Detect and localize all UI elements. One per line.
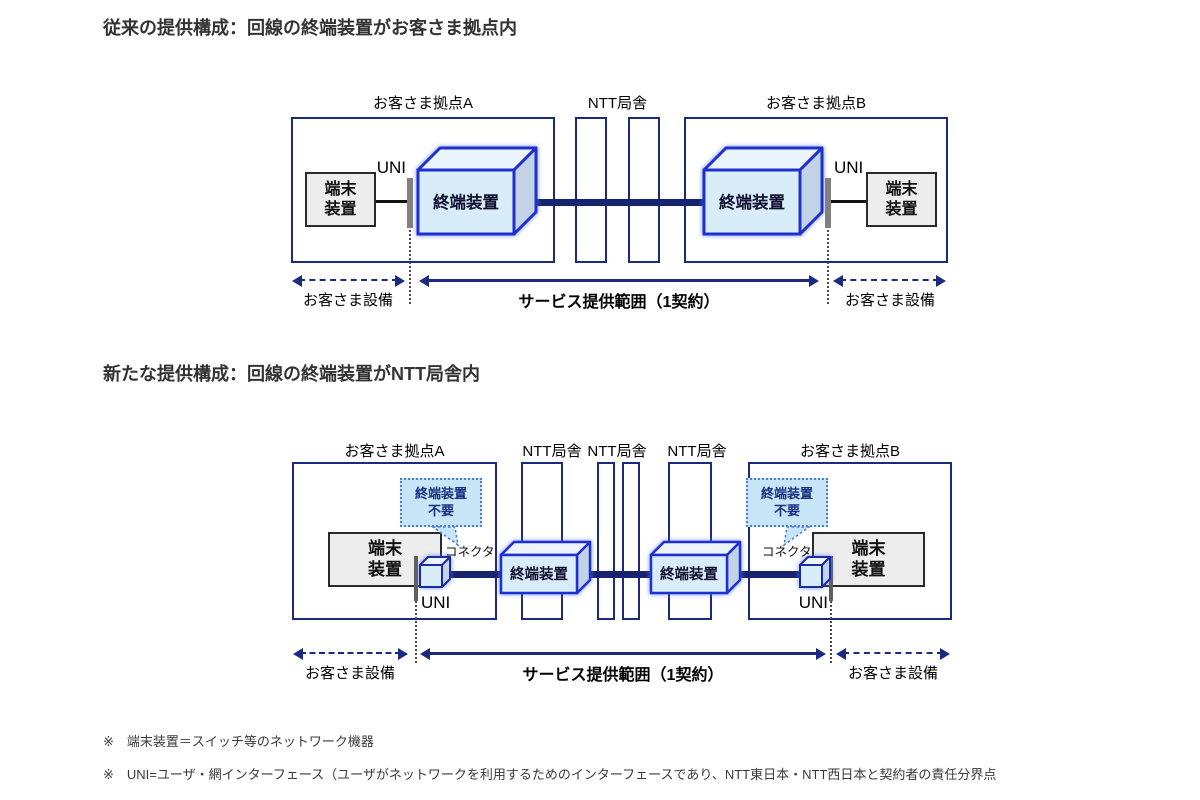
diagram2-termination-cube-2: 終端装置	[649, 540, 742, 595]
terminal-device-label: 端末装置	[885, 181, 918, 218]
diagram1-terminal-device-a: 端末装置	[305, 172, 376, 227]
diagram2-ntt-building-bar-2	[622, 462, 640, 620]
arrowhead-left-icon	[833, 275, 843, 287]
arrowhead-left-icon	[420, 648, 430, 660]
diagram2-uni-demarcation-bar-a	[414, 556, 418, 601]
arrowhead-left-icon	[292, 275, 302, 287]
diagram2-demarcation-dotted-line-b	[830, 601, 832, 663]
diagram2-title: 新たな提供構成：回線の終端装置がNTT局舎内	[103, 364, 480, 384]
diagram2-demarcation-dotted-line-a	[415, 601, 417, 663]
arrowhead-right-icon	[816, 648, 826, 660]
termination-device-label: 終端装置	[510, 565, 568, 583]
arrowhead-right-icon	[398, 648, 408, 660]
diagram2-uni-label-a: UNI	[421, 593, 451, 612]
arrowhead-right-icon	[940, 648, 950, 660]
no-termination-label: 終端装置不要	[760, 486, 813, 518]
arrowhead-right-icon	[936, 275, 946, 287]
diagram2-customer-equipment-arrow-right	[836, 648, 950, 660]
diagram1-demarcation-dotted-line-a	[409, 230, 411, 304]
diagram2-service-scope-arrow	[420, 648, 826, 660]
diagram1-uni-label-b: UNI	[834, 158, 864, 177]
diagram1-title: 従来の提供構成：回線の終端装置がお客さま拠点内	[103, 18, 517, 38]
diagram2-ntt-office-label-1: NTT局舎	[522, 443, 582, 460]
diagram2-ntt-building-bar-1	[597, 462, 615, 620]
termination-device-label: 終端装置	[719, 192, 785, 212]
diagram1-service-scope-label: サービス提供範囲（1契約）	[518, 294, 720, 311]
diagram2-site-b-label: お客さま拠点B	[799, 443, 900, 460]
diagram2-customer-equipment-label-right: お客さま設備	[847, 665, 938, 682]
diagram1-ntt-building-bar-1	[575, 117, 607, 263]
footnote-terminal-device: ※ 端末装置＝スイッチ等のネットワーク機器	[103, 734, 374, 749]
diagram2-customer-equipment-label-left: お客さま設備	[304, 665, 395, 682]
arrowhead-right-icon	[809, 275, 819, 287]
diagram1-customer-equipment-arrow-right	[833, 275, 946, 287]
diagram1-service-scope-arrow	[419, 275, 819, 287]
diagram2-bubble-tail-a	[430, 526, 460, 547]
diagram1-termination-cube-b: 終端装置	[702, 146, 824, 236]
diagram1-ntt-building-bar-2	[628, 117, 660, 263]
diagram1-site-a-label: お客さま拠点A	[372, 95, 473, 112]
diagram2-uni-label-b: UNI	[798, 593, 828, 612]
diagram1-site-b-label: お客さま拠点B	[765, 95, 866, 112]
diagram2-uni-demarcation-bar-b	[829, 556, 833, 601]
diagram2-connector-label-a: コネクタ	[445, 545, 495, 559]
diagram2-connector-label-b: コネクタ	[762, 545, 812, 559]
terminal-device-label: 端末装置	[851, 539, 886, 579]
diagram1-connector-line-a	[376, 200, 408, 203]
diagram1-uni-demarcation-bar-a	[407, 178, 413, 228]
termination-device-label: 終端装置	[433, 192, 499, 212]
arrowhead-left-icon	[293, 648, 303, 660]
diagram1-termination-cube-a: 終端装置	[416, 146, 538, 236]
diagram2-customer-equipment-arrow-left	[293, 648, 408, 660]
terminal-device-label: 端末装置	[367, 539, 402, 579]
diagram2-no-termination-bubble-b: 終端装置不要	[746, 478, 828, 527]
no-termination-label: 終端装置不要	[414, 486, 467, 518]
diagram2-connector-cube-b	[799, 556, 831, 588]
diagram1-connector-line-b	[830, 200, 867, 203]
diagram2-circuit-line	[435, 571, 815, 578]
diagram2-ntt-office-label-3: NTT局舎	[667, 443, 727, 460]
diagram1-terminal-device-b: 端末装置	[866, 172, 937, 227]
arrowhead-left-icon	[836, 648, 846, 660]
diagram2-no-termination-bubble-a: 終端装置不要	[400, 478, 482, 527]
diagram2-termination-cube-1: 終端装置	[499, 540, 592, 595]
terminal-device-label: 端末装置	[324, 181, 357, 218]
diagram1-demarcation-dotted-line-b	[827, 230, 829, 304]
diagram2-ntt-office-label-2: NTT局舎	[587, 443, 647, 460]
diagram1-uni-demarcation-bar-b	[825, 178, 831, 228]
diagram2-service-scope-label: サービス提供範囲（1契約）	[522, 667, 724, 684]
diagram1-customer-equipment-label-left: お客さま設備	[302, 292, 393, 309]
arrowhead-left-icon	[419, 275, 429, 287]
diagram1-uni-label-a: UNI	[376, 158, 406, 177]
diagram1-customer-equipment-label-right: お客さま設備	[844, 292, 935, 309]
diagram2-site-a-label: お客さま拠点A	[344, 443, 445, 460]
arrowhead-right-icon	[395, 275, 405, 287]
diagram1-circuit-line	[470, 199, 760, 206]
diagram2-connector-cube-a	[419, 556, 451, 588]
footnote-uni: ※ UNI=ユーザ・網インターフェース（ユーザがネットワークを利用するためのイン…	[103, 767, 997, 782]
diagram2-bubble-tail-b	[782, 526, 812, 547]
diagram1-ntt-office-label: NTT局舎	[587, 95, 648, 112]
diagram1-customer-equipment-arrow-left	[292, 275, 405, 287]
termination-device-label: 終端装置	[660, 565, 718, 583]
